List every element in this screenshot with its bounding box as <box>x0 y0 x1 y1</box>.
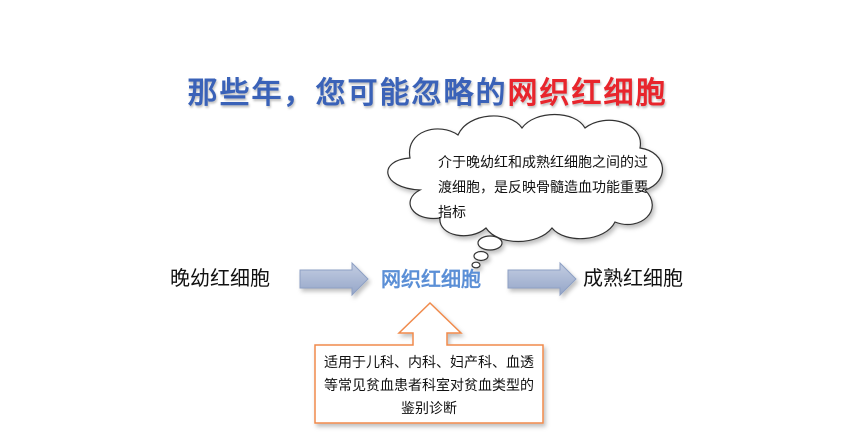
flow-center-label: 网织红细胞 <box>381 267 481 291</box>
page-title: 那些年，您可能忽略的网织红细胞 <box>0 68 855 112</box>
flow-arrow-1 <box>299 261 369 297</box>
flow-left-label: 晚幼红细胞 <box>170 266 270 290</box>
title-part-red: 网织红细胞 <box>507 76 668 111</box>
flow-right-label: 成熟红细胞 <box>583 266 683 290</box>
title-part-blue: 那些年，您可能忽略的 <box>187 76 508 111</box>
callout-note-text: 适用于儿科、内科、妇产科、血透等常见贫血患者科室对贫血类型的鉴别诊断 <box>324 355 534 417</box>
cloud-note-text: 介于晚幼红和成熟红细胞之间的过渡细胞，是反映骨髓造血功能重要指标 <box>438 155 648 221</box>
thought-cloud <box>387 113 663 269</box>
up-arrow-callout <box>314 301 544 424</box>
flow-arrow-2 <box>507 261 577 297</box>
